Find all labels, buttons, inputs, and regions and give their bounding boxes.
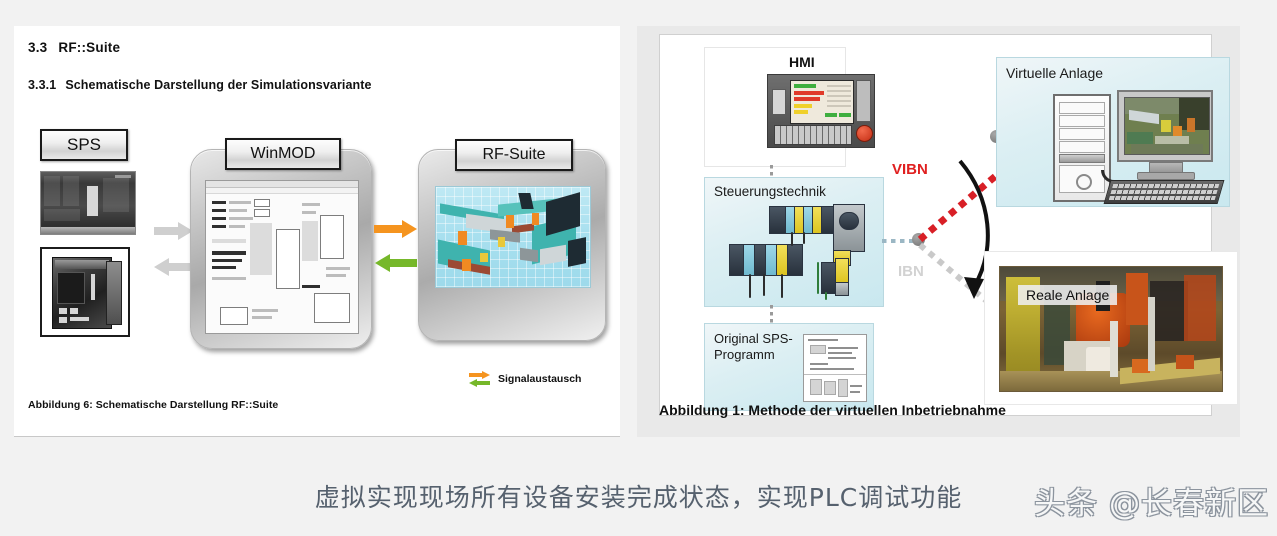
ibn-label: IBN <box>898 263 924 280</box>
monitor-base <box>1137 172 1195 180</box>
left-slide-rf-suite: 3.3 RF::Suite 3.3.1 Schematische Darstellu… <box>14 26 620 437</box>
signal-arrow-left-icon <box>374 252 418 279</box>
reale-anlage-box: Reale Anlage <box>984 251 1238 405</box>
section-heading-3-3-1: 3.3.1 Schematische Darstellung der Simula… <box>28 78 372 92</box>
original-sps-programm-line1: Original SPS- <box>714 331 793 346</box>
rf-suite-label: RF-Suite <box>455 139 573 171</box>
connector-steuerungstechnik-to-sps-programm <box>770 305 773 323</box>
keyboard-icon <box>1103 180 1225 204</box>
winmod-screenshot <box>205 180 359 334</box>
industrial-pc-photo <box>40 247 130 337</box>
rf-suite-3d-scene <box>435 186 591 288</box>
right-slide-vibn: HMI <box>637 26 1240 437</box>
vibn-label: VIBN <box>892 161 928 178</box>
virtuelle-anlage-label: Virtuelle Anlage <box>1006 65 1104 81</box>
original-sps-programm-box: Original SPS- Programm <box>704 323 874 411</box>
sps-label: SPS <box>40 129 128 161</box>
steuerungstechnik-box: Steuerungstechnik <box>704 177 884 307</box>
plc-hardware-illustration <box>729 204 875 300</box>
signal-arrow-right-icon <box>374 218 418 245</box>
figure-6-caption: Abbildung 6: Schematische Darstellung RF… <box>28 399 279 411</box>
original-sps-programm-line2: Programm <box>714 347 775 362</box>
right-diagram-canvas: HMI <box>659 34 1238 416</box>
section-heading-3-3: 3.3 RF::Suite <box>28 40 120 55</box>
sps-group: SPS <box>34 129 140 354</box>
section-title-3-3: RF::Suite <box>58 40 121 55</box>
rf-suite-panel: RF-Suite <box>418 139 606 341</box>
monitor-screen-3d-plant <box>1124 97 1210 155</box>
figure-1-caption: Abbildung 1: Methode der virtuellen Inbe… <box>659 402 1006 418</box>
hmi-label: HMI <box>789 54 815 70</box>
winmod-panel: WinMOD <box>190 138 372 349</box>
bottom-caption: 虚拟实现现场所有设备安装完成状态，实现PLC调试功能 <box>314 483 963 512</box>
pc-tower-icon <box>1053 94 1111 202</box>
monitor-icon <box>1117 90 1213 162</box>
steuerungstechnik-label: Steuerungstechnik <box>714 184 826 199</box>
legend-label: Signalaustausch <box>498 373 582 385</box>
plc-rack-photo <box>40 171 136 235</box>
section-number-3-3-1: 3.3.1 <box>28 78 57 92</box>
hmi-panel-device <box>767 74 875 148</box>
sps-program-document <box>803 334 867 402</box>
reale-anlage-photo: Reale Anlage <box>999 266 1223 392</box>
legend-signalaustausch: Signalaustausch <box>469 371 581 387</box>
slide-bottom-rule <box>14 436 620 437</box>
reale-anlage-label: Reale Anlage <box>1018 285 1118 305</box>
transition-curved-arrow-icon <box>958 159 990 299</box>
original-sps-programm-label: Original SPS- Programm <box>714 331 793 363</box>
virtuelle-anlage-box: Virtuelle Anlage <box>996 57 1230 207</box>
hmi-box: HMI <box>704 47 875 167</box>
legend-arrows-icon <box>469 371 490 387</box>
section-number-3-3: 3.3 <box>28 40 48 55</box>
arrow-winmod-to-sps-icon <box>154 257 194 282</box>
winmod-label: WinMOD <box>225 138 341 170</box>
hmi-screen <box>790 80 854 124</box>
watermark: 头条 @长春新区 <box>1034 486 1269 522</box>
connector-steuerungstechnik-to-junction <box>882 239 916 243</box>
arrow-sps-to-winmod-icon <box>154 221 194 246</box>
connector-hmi-to-steuerungstechnik <box>770 165 773 179</box>
section-title-3-3-1: Schematische Darstellung der Simulations… <box>65 78 372 92</box>
